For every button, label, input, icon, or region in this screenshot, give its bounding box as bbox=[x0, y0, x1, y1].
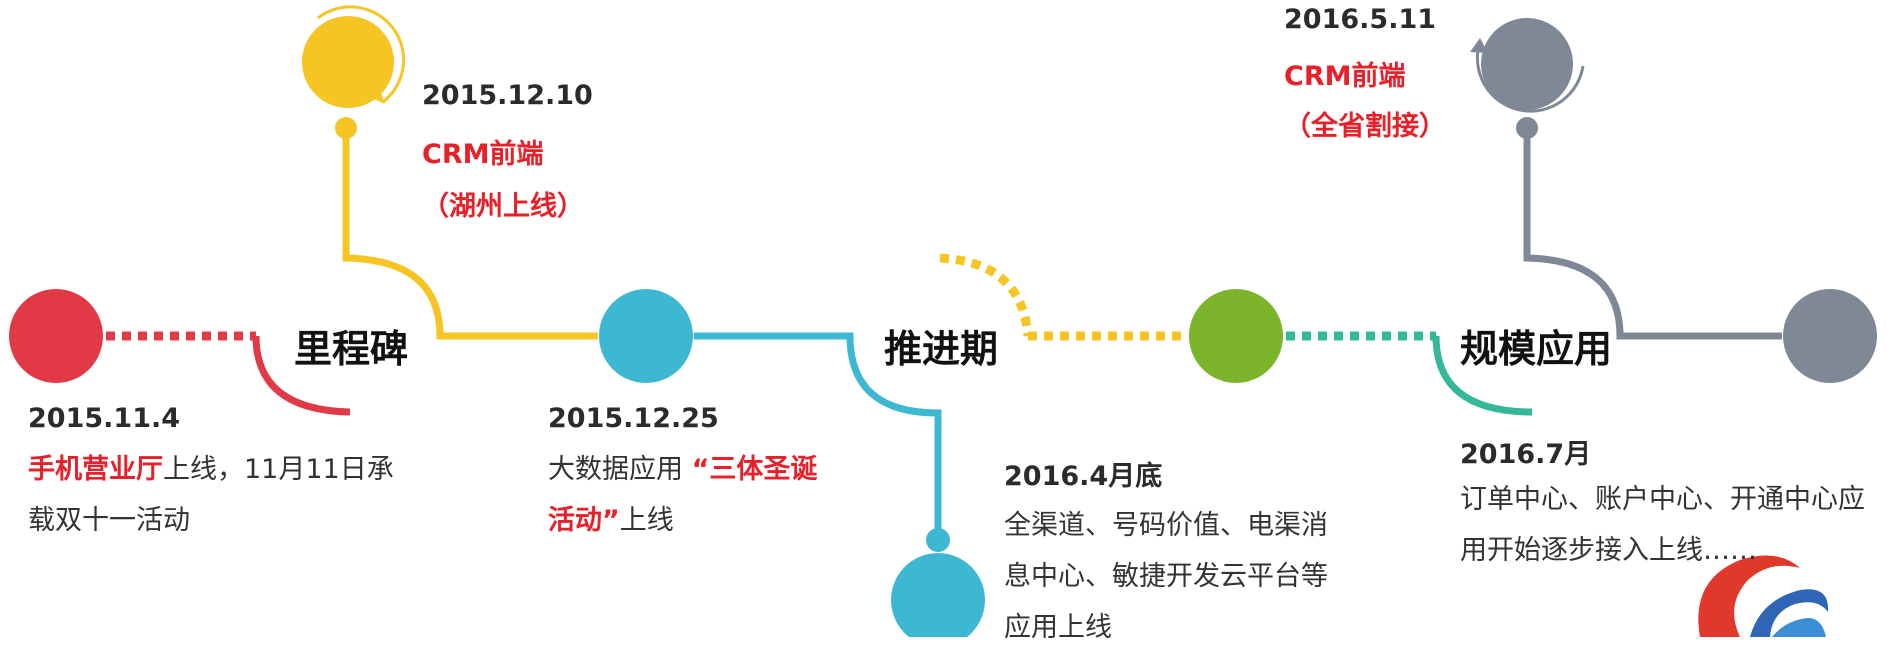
event-highlight: “三体圣诞 bbox=[691, 454, 818, 485]
event-description: 大数据应用 “三体圣诞 活动”上线 bbox=[548, 444, 817, 546]
gray-rotate-arrowhead bbox=[1470, 38, 1488, 53]
node-2016-4 bbox=[891, 553, 985, 637]
yellow-dotted-arc bbox=[939, 253, 1033, 337]
node-2015-12-25 bbox=[599, 289, 693, 383]
gray-rotate-arrow bbox=[1475, 49, 1585, 113]
event-date: 2015.12.10 bbox=[422, 80, 593, 111]
yellow-branch bbox=[342, 130, 598, 340]
event-subtitle: （湖州上线） bbox=[422, 191, 584, 222]
event-description: 手机营业厅上线，11月11日承 载双十一活动 bbox=[28, 444, 394, 546]
event-text: 上线 bbox=[619, 505, 674, 536]
event-text: 上线，11月11日承 bbox=[163, 454, 394, 485]
event-description: 订单中心、账户中心、开通中心应 用开始逐步接入上线…… bbox=[1460, 474, 1865, 576]
yellow-small-dot bbox=[335, 117, 357, 139]
company-logo bbox=[1698, 555, 1829, 637]
event-title: CRM前端 bbox=[422, 139, 544, 170]
event-text: 大数据应用 bbox=[548, 454, 692, 485]
event-date: 2016.5.11 bbox=[1284, 4, 1437, 35]
yellow-rotate-arrowhead bbox=[372, 90, 385, 104]
phase-label-milestone: 里程碑 bbox=[294, 327, 409, 371]
event-date: 2016.7月 bbox=[1460, 439, 1592, 470]
gray-branch bbox=[1523, 130, 1782, 340]
red-arc bbox=[252, 335, 351, 416]
blue-small-dot bbox=[926, 528, 950, 552]
event-text-line: 订单中心、账户中心、开通中心应 bbox=[1460, 484, 1865, 515]
event-highlight: 手机营业厅 bbox=[28, 454, 163, 485]
node-2015-12-10 bbox=[302, 16, 394, 108]
blue-branch bbox=[694, 332, 942, 538]
event-highlight: 活动” bbox=[548, 505, 620, 536]
event-text-line: 应用上线 bbox=[1004, 612, 1112, 643]
phase-label-scale: 规模应用 bbox=[1460, 327, 1613, 371]
node-2015-11-4 bbox=[9, 289, 103, 383]
event-title: CRM前端 bbox=[1284, 61, 1406, 92]
event-description: 全渠道、号码价值、电渠消 息中心、敏捷开发云平台等 应用上线 bbox=[1004, 500, 1328, 653]
event-date: 2015.11.4 bbox=[28, 403, 181, 434]
event-text-line: 用开始逐步接入上线…… bbox=[1460, 535, 1757, 566]
event-date: 2016.4月底 bbox=[1004, 461, 1163, 492]
teal-arc bbox=[1432, 335, 1533, 416]
node-green bbox=[1189, 289, 1283, 383]
event-subtitle: （全省割接） bbox=[1284, 111, 1446, 142]
event-text-line: 全渠道、号码价值、电渠消 bbox=[1004, 510, 1328, 541]
node-gray-end bbox=[1783, 289, 1877, 383]
event-text-line: 息中心、敏捷开发云平台等 bbox=[1004, 561, 1328, 592]
yellow-rotate-arrow bbox=[317, 5, 406, 104]
event-date: 2015.12.25 bbox=[548, 403, 719, 434]
event-text-line: 载双十一活动 bbox=[28, 505, 190, 536]
gray-small-dot bbox=[1516, 117, 1538, 139]
timeline-diagram bbox=[9, 5, 1877, 637]
node-2016-5-11 bbox=[1481, 18, 1573, 110]
phase-label-advance: 推进期 bbox=[884, 327, 999, 371]
